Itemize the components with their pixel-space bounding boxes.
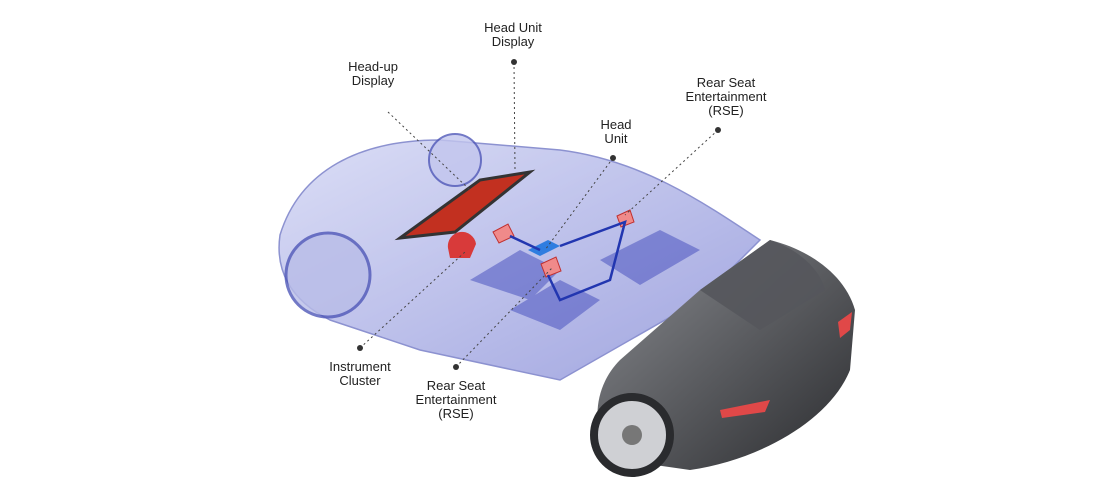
head-up-display-screen	[492, 223, 515, 244]
wiring-harness	[509, 219, 627, 302]
label-head-unit: Head Unit	[600, 118, 631, 146]
label-head-unit-display: Head Unit Display	[484, 21, 542, 49]
taillight-right	[720, 400, 770, 418]
taillight-left	[838, 312, 852, 338]
front-wheel	[284, 231, 372, 319]
front-wheel-far	[428, 133, 482, 187]
label-line: (RSE)	[708, 103, 744, 118]
label-line: Head Unit	[484, 20, 542, 35]
label-line: Rear Seat	[426, 378, 486, 393]
label-head-up-display: Head-up Display	[348, 60, 398, 88]
label-line: Entertainment	[415, 392, 497, 407]
label-line: Display	[491, 34, 535, 49]
label-rse-top: Rear Seat Entertainment (RSE)	[686, 76, 767, 118]
head-unit-display-screen	[394, 169, 536, 241]
label-line: Instrument	[329, 359, 391, 374]
rse-screen-left	[540, 256, 562, 278]
callout-dots	[357, 59, 721, 370]
label-rse-bottom: Rear Seat Entertainment (RSE)	[416, 379, 497, 421]
car-rear-window	[700, 240, 825, 330]
rear-wheel-hub	[622, 425, 642, 445]
label-instrument-cluster: Instrument Cluster	[329, 360, 390, 388]
seats	[470, 230, 700, 330]
head-unit-box	[528, 240, 560, 256]
label-line: Head	[600, 117, 632, 132]
label-line: Head-up	[348, 59, 398, 74]
label-line: Cluster	[339, 373, 381, 388]
label-line: Entertainment	[685, 89, 767, 104]
label-line: Display	[351, 73, 395, 88]
label-line: Unit	[604, 131, 628, 146]
instrument-cluster-shape	[447, 231, 476, 258]
label-line: Rear Seat	[696, 75, 756, 90]
callout-lines	[359, 61, 719, 368]
label-line: (RSE)	[438, 406, 474, 421]
